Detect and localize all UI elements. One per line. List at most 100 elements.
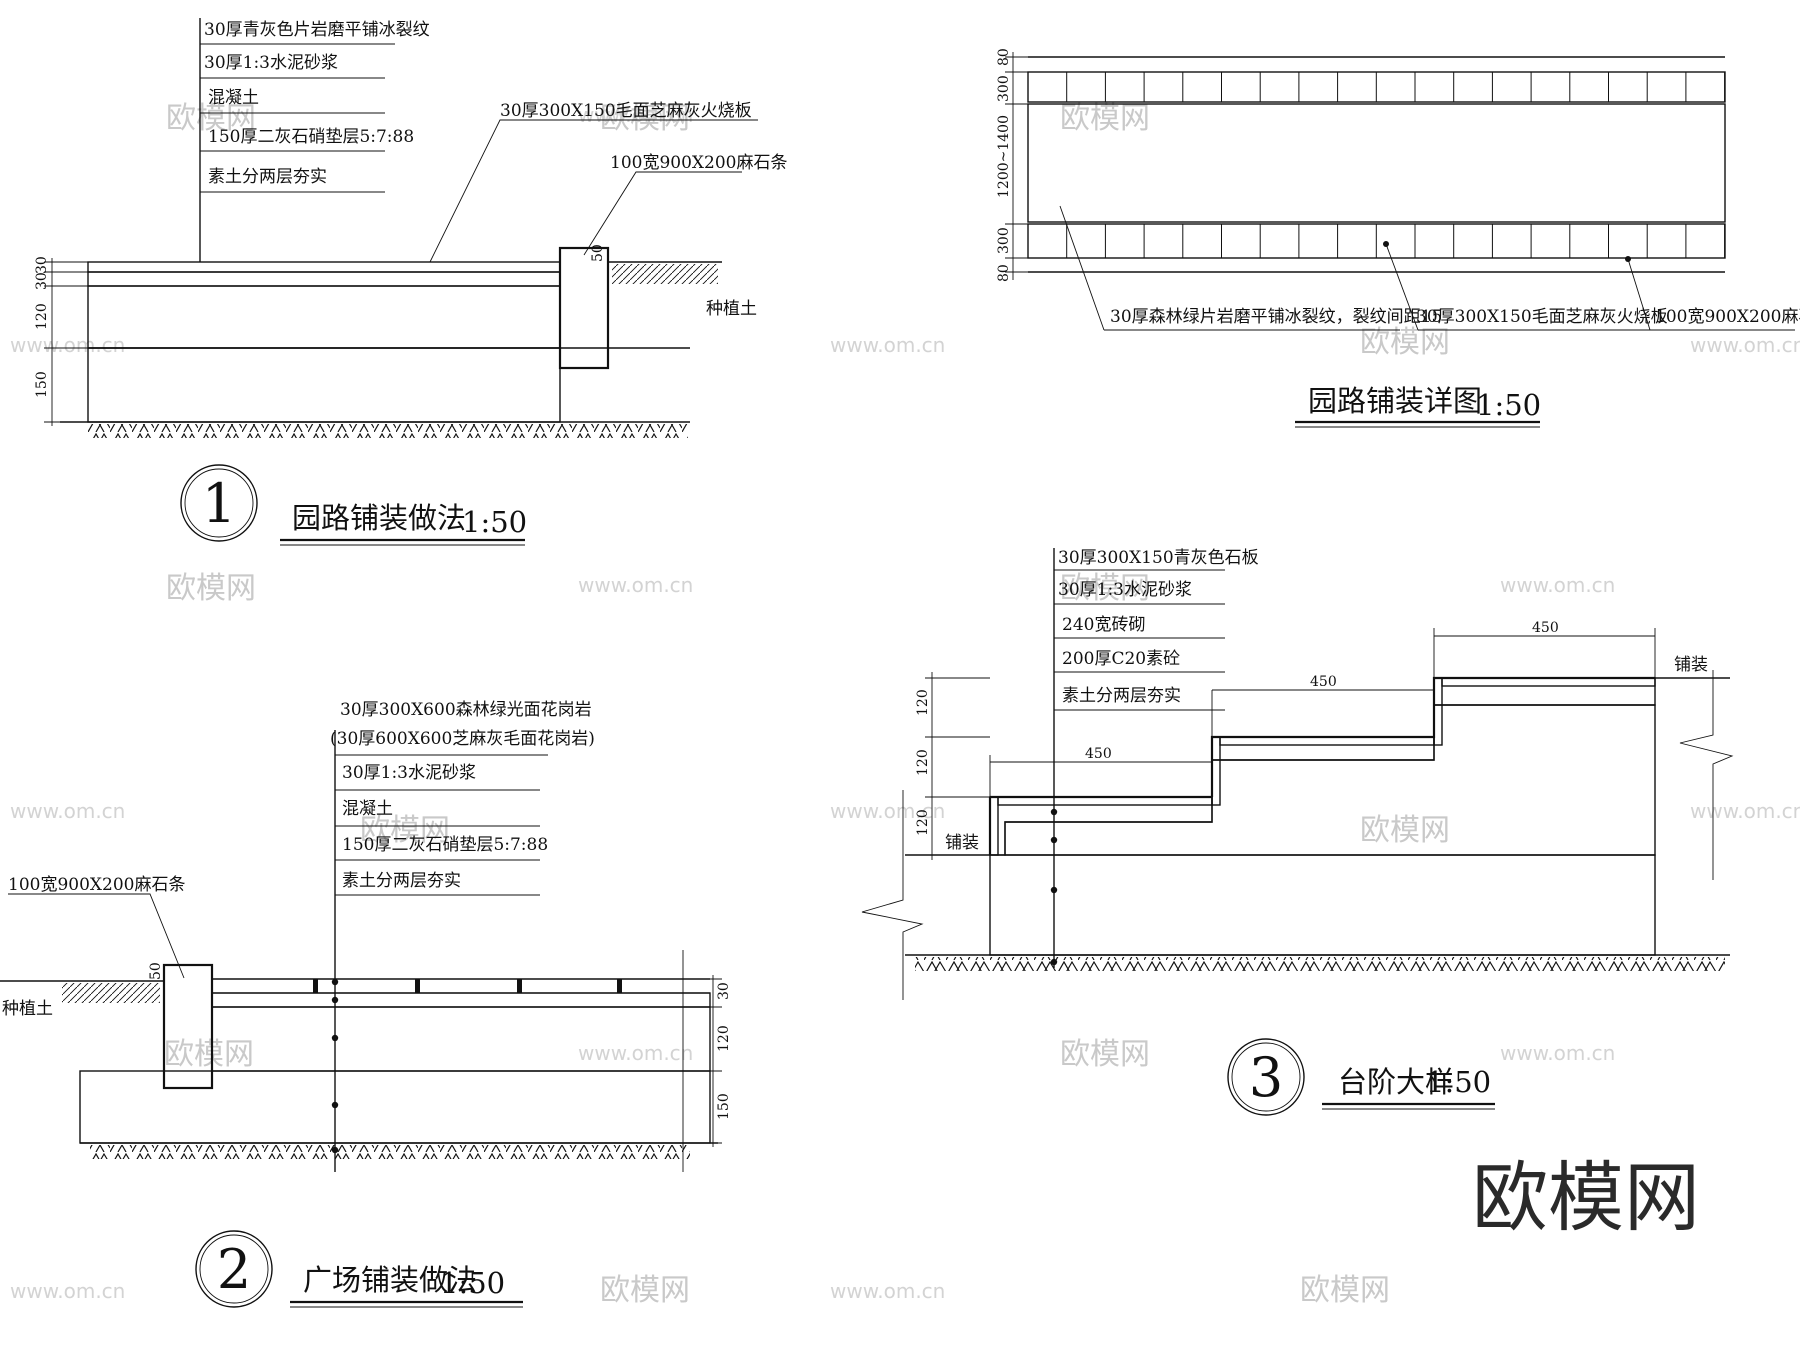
d3-tread-dim-1: 450 (1085, 746, 1112, 762)
d2-layer-4: 150厚二灰石硝垫层5:7:88 (342, 835, 548, 855)
d1-concrete-layer (87, 285, 561, 349)
watermark-url: www.om.cn (1500, 1041, 1615, 1065)
d2-scale: 1:50 (440, 1266, 505, 1300)
watermark-brand: 欧模网 (600, 1273, 690, 1308)
d2-curb-dim: 50 (148, 962, 164, 980)
d2-dim-3: 150 (716, 1093, 732, 1120)
d1-layer-1: 30厚青灰色片岩磨平铺冰裂纹 (204, 20, 430, 40)
plan-dim-2: 300 (996, 75, 1012, 102)
watermark-brand: 欧模网 (1060, 571, 1150, 606)
d3-tread-3 (1441, 677, 1656, 687)
slab-joint (313, 979, 318, 993)
slab-joint (517, 979, 522, 993)
plan-top-board-joints (1066, 72, 1726, 102)
plan-crack-label: 30厚森林绿片岩磨平铺冰裂纹，裂纹间距15 (1110, 307, 1442, 327)
d2-layer-1b: (30厚600X600芝麻灰毛面花岗岩) (330, 729, 595, 749)
plan-curb-label: 100宽900X200麻石条 (1655, 307, 1800, 327)
d3-pave-right-label: 铺装 (1674, 655, 1708, 675)
d3-tread-dim-2: 450 (1310, 674, 1337, 690)
d1-title: 园路铺装做法 (292, 501, 466, 535)
watermark-brand: 欧模网 (600, 101, 690, 136)
d3-brick-body (1004, 704, 1656, 856)
d3-riser-dim-3: 120 (915, 809, 931, 836)
d3-number-circle (1227, 1038, 1305, 1116)
plan-dim-4: 300 (996, 227, 1012, 254)
watermark-brand: 欧模网 (164, 1037, 254, 1072)
d2-layer-3: 混凝土 (342, 799, 393, 819)
d1-curb-stone (558, 246, 610, 370)
d2-curb-label: 100宽900X200麻石条 (8, 875, 185, 895)
d1-layer-5: 素土分两层夯实 (208, 167, 327, 187)
watermark-brand: 欧模网 (1060, 1037, 1150, 1072)
d1-dim-1: 30 (34, 256, 50, 274)
d3-layer-2: 30厚1:3水泥砂浆 (1058, 580, 1192, 600)
d1-number: 1 (202, 472, 236, 535)
watermark-layer: 欧模网欧模网欧模网欧模网欧模网欧模网欧模网欧模网欧模网欧模网欧模网欧模网www.… (10, 101, 1800, 1308)
d1-mortar-layer (87, 271, 561, 287)
slab-joint (617, 979, 622, 993)
watermark-brand: 欧模网 (1300, 1273, 1390, 1308)
d2-granite-joints (212, 979, 710, 994)
d2-number-circle (195, 1230, 273, 1308)
plan-title: 园路铺装详图 (1308, 384, 1482, 418)
d1-base-layer (87, 347, 561, 423)
watermark-url: www.om.cn (830, 333, 945, 357)
d2-number: 2 (217, 1238, 251, 1301)
d3-concrete-base (989, 854, 1656, 956)
d3-scale: 1:50 (1426, 1065, 1491, 1099)
detail-plan: 80 300 1200~1400 300 80 30厚森林绿片岩磨平铺冰裂纹，裂… (996, 48, 1800, 428)
d2-title: 广场铺装做法 (303, 1263, 477, 1297)
d3-number: 3 (1249, 1046, 1283, 1109)
slab-joint (415, 979, 420, 993)
d1-soil-label: 种植土 (706, 299, 757, 319)
d2-layer-2: 30厚1:3水泥砂浆 (342, 763, 476, 783)
watermark-brand: 欧模网 (166, 571, 256, 606)
watermark-url: www.om.cn (10, 1279, 125, 1303)
d3-layer-3: 240宽砖砌 (1062, 615, 1145, 635)
d3-riser-dim-1: 120 (915, 689, 931, 716)
d3-layer-5: 素土分两层夯实 (1062, 686, 1181, 706)
d1-soil-hatch (88, 424, 688, 438)
watermark-brand: 欧模网 (1360, 813, 1450, 848)
plan-dim-5: 80 (996, 264, 1012, 282)
d3-tread-1 (997, 796, 1213, 806)
watermark-brand: 欧模网 (166, 101, 256, 136)
d1-layer-3: 混凝土 (208, 88, 259, 108)
watermark-brand: 欧模网 (1060, 101, 1150, 136)
d1-curb-label: 100宽900X200麻石条 (610, 153, 787, 173)
watermark-url: www.om.cn (830, 1279, 945, 1303)
watermark-brand: 欧模网 (360, 813, 450, 848)
d2-planting-soil-hatch (62, 983, 160, 1003)
d1-board-label: 30厚300X150毛面芝麻灰火烧板 (500, 101, 752, 121)
d1-dim-4: 150 (34, 371, 50, 398)
d3-riser-dim-2: 120 (915, 749, 931, 776)
watermark-url: www.om.cn (578, 1041, 693, 1065)
watermark-url: www.om.cn (578, 573, 693, 597)
plan-ice-crack-pattern (1027, 103, 1726, 223)
watermark-url: www.om.cn (1690, 799, 1800, 823)
d1-dim-3: 120 (34, 303, 50, 330)
d3-layer-1: 30厚300X150青灰色石板 (1058, 548, 1259, 568)
d1-number-circle (180, 464, 258, 542)
detail-3-section: 铺装 铺装 30厚300X150青灰色石板 30厚1:3水泥砂浆 240宽砖砌 … (861, 548, 1734, 1116)
brand-logo: 欧模网 (1472, 1153, 1700, 1242)
d2-mortar-layer (211, 992, 711, 1008)
d2-layer-1: 30厚300X600森林绿光面花岗岩 (340, 700, 592, 720)
d3-tread-dim-3: 450 (1532, 620, 1559, 636)
d3-layer-4: 200厚C20素砼 (1062, 649, 1180, 669)
d3-title: 台阶大样 (1338, 1065, 1454, 1099)
watermark-url: www.om.cn (578, 103, 693, 127)
d2-soil-hatch (90, 1145, 690, 1159)
d1-layer-2: 30厚1:3水泥砂浆 (204, 53, 338, 73)
detail-1-section: 30厚青灰色片岩磨平铺冰裂纹 30厚1:3水泥砂浆 混凝土 150厚二灰石硝垫层… (34, 18, 787, 546)
plan-board-label: 30厚300X150毛面芝麻灰火烧板 (1416, 307, 1668, 327)
watermark-url: www.om.cn (1500, 573, 1615, 597)
d2-curb-stone (162, 963, 214, 1090)
d3-tread-2 (1219, 736, 1435, 746)
d2-dim-1: 30 (716, 982, 732, 1000)
d2-base-layer (79, 1070, 711, 1144)
detail-2-section: 种植土 100宽900X200麻石条 50 30厚300X600森林绿光面花岗岩… (0, 700, 732, 1308)
watermark-url: www.om.cn (830, 799, 945, 823)
d3-pave-left-label: 铺装 (945, 833, 979, 853)
